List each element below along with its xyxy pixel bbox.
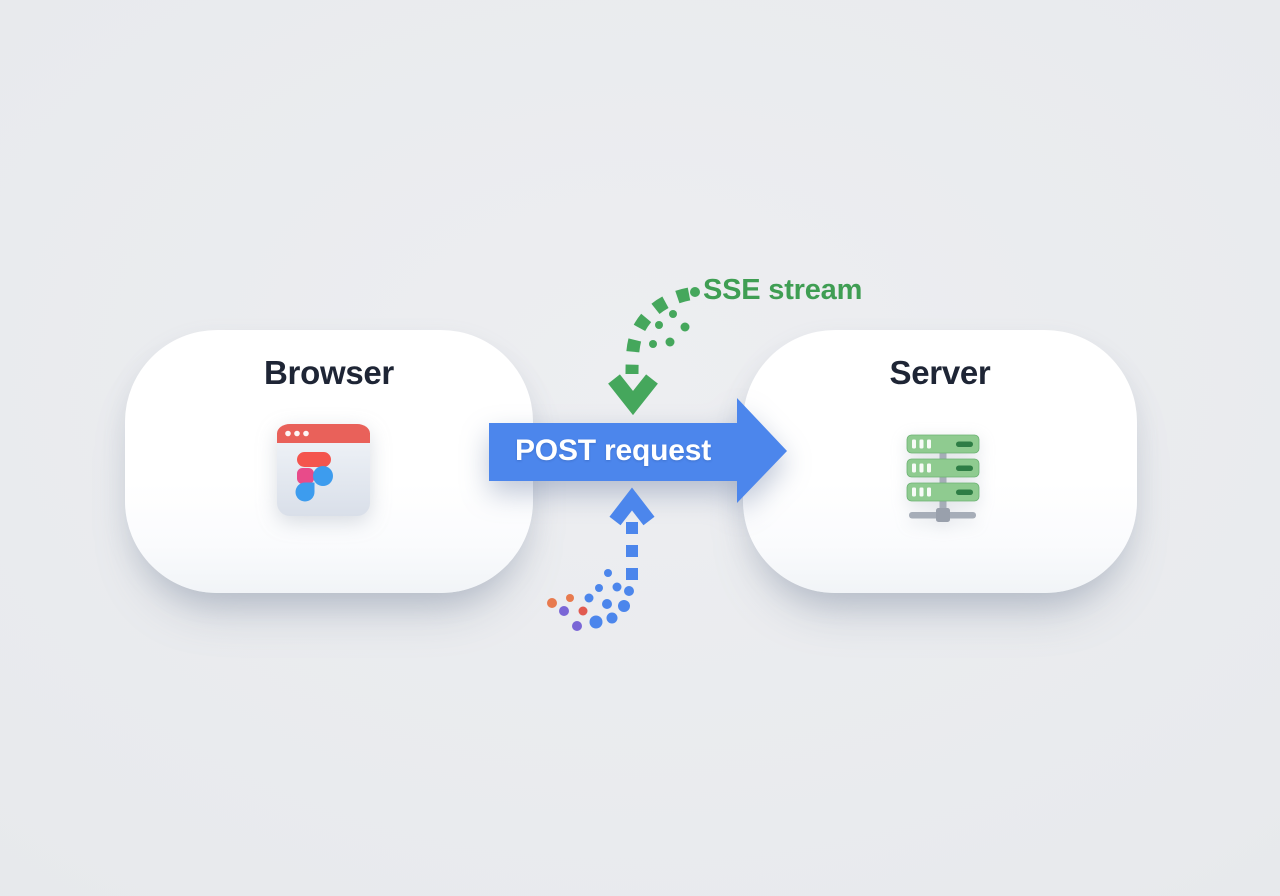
server-rack-icon	[906, 434, 980, 522]
node-browser: Browser	[125, 330, 533, 593]
request-stream-dots-purple	[559, 606, 582, 631]
sse-stream-arrow	[608, 287, 700, 416]
request-stream-dots-red	[578, 606, 588, 616]
browser-window-dots	[285, 430, 309, 437]
request-arrowhead-up-icon	[609, 487, 655, 526]
sse-stream-dots	[649, 310, 690, 348]
server-rack-leds	[956, 441, 973, 495]
browser-window-figma-icon	[277, 424, 370, 516]
node-server: Server	[743, 330, 1137, 593]
request-stream-arrow	[547, 487, 655, 631]
post-request-label: POST request	[515, 434, 711, 467]
browser-header-bar	[277, 424, 370, 443]
server-title: Server	[889, 354, 991, 391]
browser-title: Browser	[264, 354, 394, 391]
request-stream-dots-orange	[547, 594, 574, 608]
sse-stream-label: SSE stream	[703, 274, 863, 306]
server-rack-slots	[912, 439, 931, 497]
server-racks	[906, 434, 980, 502]
sse-arrowhead-down-icon	[608, 374, 658, 416]
request-stream-dots-blue	[584, 569, 634, 629]
figma-logo-icon	[295, 452, 333, 502]
server-base-knob	[936, 508, 950, 522]
